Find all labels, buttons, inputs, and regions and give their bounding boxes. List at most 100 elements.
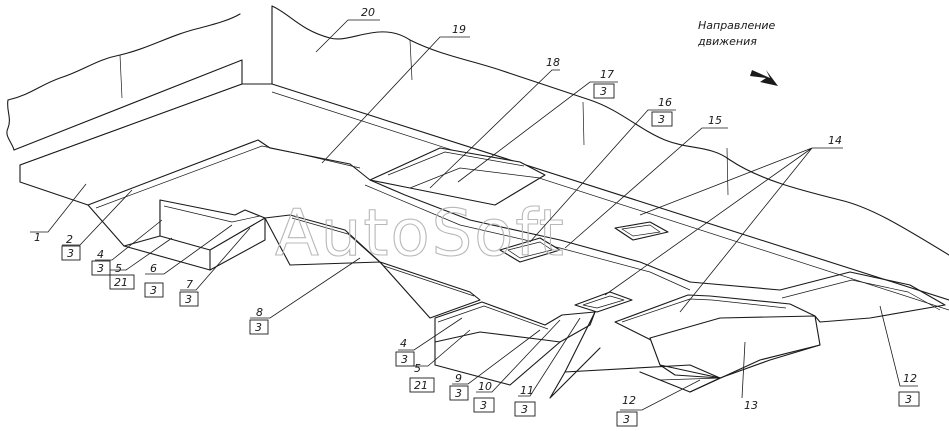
break-line-top [7, 5, 949, 256]
callout-19: 19 [452, 23, 466, 36]
direction-caption-line2: движения [697, 35, 757, 48]
rear-floor-back-edge [689, 281, 781, 291]
svg-text:2: 2 [66, 233, 73, 246]
direction-arrow-icon [750, 70, 778, 86]
rear-floor-block-13 [649, 315, 821, 379]
wall-base-line-3 [19, 83, 243, 166]
callout-10: 10 3 [473, 380, 495, 413]
callout-1: 1 [34, 231, 41, 244]
rear-sill-upper [779, 271, 946, 323]
callout-12b: 12 3 [898, 372, 920, 407]
svg-text:14: 14 [828, 134, 842, 147]
svg-text:3: 3 [97, 262, 104, 275]
callout-9: 9 3 [449, 372, 469, 401]
wall-seam-1 [119, 54, 123, 99]
callout-2: 2 3 [61, 233, 81, 261]
watermark-text: AutoSoft [275, 197, 566, 271]
callout-6: 6 3 [144, 262, 164, 298]
crossmember-ridge [387, 151, 525, 176]
callout-16: 16 3 [651, 96, 673, 127]
wall-base-line [271, 83, 949, 301]
callout-4a: 4 3 [91, 248, 111, 276]
svg-text:3: 3 [600, 85, 607, 98]
side-panel-top-edge [13, 5, 273, 151]
callout-12a: 12 3 [616, 394, 638, 427]
callout-20: 20 [361, 6, 375, 19]
callout-13: 13 [744, 399, 758, 412]
direction-caption-line1: Направление [698, 19, 776, 32]
cutout-16-inner [507, 241, 553, 259]
callout-7: 7 3 [179, 278, 199, 307]
svg-text:20: 20 [361, 6, 375, 19]
floor-panel-geometry [6, 5, 949, 399]
svg-text:3: 3 [185, 293, 192, 306]
sill-step-inner [95, 145, 361, 209]
svg-text:5: 5 [414, 362, 421, 375]
svg-text:5: 5 [115, 262, 122, 275]
rear-sill-upper-2 [781, 279, 941, 311]
svg-text:21: 21 [414, 379, 428, 392]
center-tunnel-crest [291, 217, 475, 297]
svg-text:12: 12 [903, 372, 917, 385]
callout-5a: 5 21 [109, 262, 135, 290]
callout-14: 14 [828, 134, 842, 147]
left-block-ridge [163, 205, 261, 223]
svg-text:3: 3 [455, 387, 462, 400]
rear-floor-bottom-edge [689, 344, 821, 393]
svg-text:1: 1 [34, 231, 41, 244]
svg-text:3: 3 [905, 393, 912, 406]
left-block-top [159, 199, 266, 251]
callout-4b: 4 3 [395, 337, 415, 367]
wall-base-line-2 [271, 91, 949, 311]
svg-text:3: 3 [658, 113, 665, 126]
callout-11: 11 3 [514, 384, 536, 417]
front-block-ridge [437, 305, 549, 330]
rear-floor-block-front [659, 364, 721, 379]
callout-15: 15 [708, 114, 722, 127]
svg-text:8: 8 [256, 306, 263, 319]
svg-text:4: 4 [400, 337, 407, 350]
cutout-15 [614, 221, 669, 241]
svg-text:13: 13 [744, 399, 758, 412]
front-block [434, 301, 596, 343]
svg-text:11: 11 [520, 384, 534, 397]
side-panel-lower-edge [19, 164, 89, 206]
svg-text:3: 3 [150, 284, 157, 297]
left-block-front [123, 245, 211, 271]
svg-text:12: 12 [622, 394, 636, 407]
svg-text:16: 16 [658, 96, 672, 109]
front-slope [549, 311, 601, 399]
svg-text:3: 3 [521, 403, 528, 416]
cutout-15-inner [621, 224, 661, 237]
svg-text:4: 4 [97, 248, 104, 261]
rear-sill-lower-2 [659, 377, 721, 381]
svg-text:3: 3 [623, 413, 630, 426]
svg-text:10: 10 [478, 380, 492, 393]
cutout-14-inner [582, 295, 625, 309]
leader-lines [30, 19, 918, 411]
callout-5b: 5 21 [409, 362, 435, 393]
callout-8: 8 3 [249, 306, 269, 335]
cutout-16 [499, 237, 561, 263]
center-tunnel [264, 214, 481, 319]
cutout-14 [574, 291, 633, 313]
crossmember-ridge-2 [409, 167, 541, 189]
svg-text:21: 21 [114, 276, 128, 289]
svg-text:6: 6 [150, 262, 157, 275]
wall-seam-3 [582, 101, 585, 146]
svg-text:9: 9 [455, 372, 462, 385]
svg-text:7: 7 [186, 278, 193, 291]
break-line-left [6, 99, 15, 151]
svg-text:18: 18 [546, 56, 560, 69]
svg-text:19: 19 [452, 23, 466, 36]
svg-text:17: 17 [600, 68, 614, 81]
left-block-side [209, 217, 266, 271]
wall-seam-4 [726, 147, 729, 196]
callout-18: 18 [546, 56, 560, 69]
rear-floor-ridge [621, 298, 787, 323]
svg-text:3: 3 [67, 247, 74, 260]
callout-17: 17 3 [593, 68, 615, 99]
svg-text:3: 3 [255, 321, 262, 334]
svg-text:3: 3 [480, 399, 487, 412]
